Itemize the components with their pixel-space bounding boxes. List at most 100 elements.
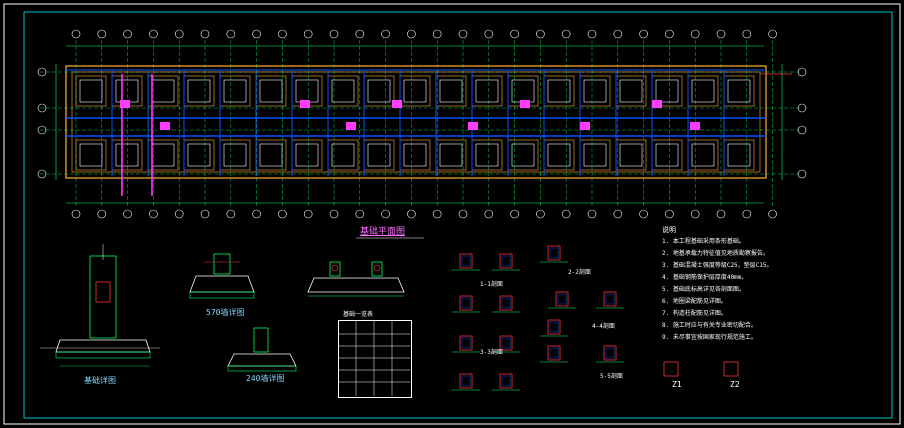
wall-box [723, 139, 755, 171]
axis-bubble [226, 209, 236, 219]
room-box [547, 79, 571, 103]
axis-bubble [510, 209, 519, 219]
axis-bubble [407, 209, 416, 219]
axis-bubble [200, 209, 210, 219]
axis-bubble [71, 209, 81, 219]
room-box [187, 79, 211, 103]
axis-bubble [742, 29, 752, 39]
wall-box [75, 75, 107, 107]
wall-box [435, 75, 467, 107]
axis-bubble [797, 169, 807, 179]
room-box [691, 143, 715, 167]
axis-bubble [665, 29, 674, 39]
note-item: 6. 地圈梁配筋见详图。 [662, 298, 727, 305]
room-box [547, 143, 571, 167]
detail-label-main: 基础详图 [84, 376, 116, 385]
wall-box [543, 139, 575, 171]
room-box [259, 79, 283, 103]
section-box [555, 291, 569, 307]
axis-bubble [174, 29, 184, 39]
section-box [603, 345, 617, 361]
wall-box [255, 75, 287, 107]
room-box [475, 79, 499, 103]
detail-label-240: 240墙详图 [246, 374, 285, 383]
room-box [511, 143, 535, 167]
note-item: 1. 本工程基础采用条形基础。 [662, 238, 745, 245]
axis-bubble [97, 29, 107, 39]
section-inner [461, 375, 471, 387]
axis-bubble [381, 29, 390, 39]
room-box [151, 143, 175, 167]
room-box [187, 143, 211, 167]
axis-bubble [252, 29, 261, 39]
note-item: 7. 构造柱配筋见详图。 [662, 310, 727, 317]
axis-bubble [561, 29, 571, 39]
wall-box [723, 75, 755, 107]
column-tag-z1: Z1 [672, 380, 682, 389]
axis-bubble [226, 29, 236, 39]
note-item: 4. 基础钢筋保护层厚度40mm。 [662, 274, 748, 281]
axis-bubble [639, 29, 648, 39]
wall-box [471, 139, 503, 171]
section-box [547, 319, 561, 335]
axis-bubble [174, 209, 184, 219]
axis-bubble [768, 209, 777, 219]
wall-box [687, 75, 719, 107]
section-box [459, 253, 473, 269]
section-box [499, 335, 513, 351]
room-box [223, 79, 247, 103]
section-label: 1-1剖面 [480, 281, 503, 288]
notes-heading: 说明 [662, 226, 676, 234]
wall-box [363, 139, 395, 171]
axis-bubble [303, 29, 313, 39]
room-box [583, 143, 607, 167]
room-box [655, 143, 679, 167]
footing-table: 基础一览表 [338, 311, 412, 398]
room-box [439, 79, 463, 103]
wall-box [615, 75, 647, 107]
axis-bubble [71, 29, 81, 39]
footing-table-heading: 基础一览表 [343, 311, 374, 318]
axis-bubble [97, 209, 107, 219]
section-inner [461, 297, 471, 309]
footing-table-grid [338, 320, 410, 396]
axis-bubble [536, 209, 545, 219]
room-box [403, 143, 427, 167]
axis-bubble [797, 125, 807, 135]
axis-bubble [303, 209, 313, 219]
section-box [459, 335, 473, 351]
note-item: 3. 基础混凝土强度等级C25，垫层C15。 [662, 262, 773, 269]
room-box [583, 79, 607, 103]
section-inner [549, 347, 559, 359]
room-box [151, 79, 175, 103]
section-box [547, 345, 561, 361]
axis-bubble [381, 209, 390, 219]
axis-bubbles-side [37, 67, 807, 179]
section-inner [501, 297, 511, 309]
section-inner [461, 255, 471, 267]
outer-frame [3, 3, 901, 425]
wall-box [399, 75, 431, 107]
column-mark [652, 100, 662, 108]
axis-bubble [149, 29, 158, 39]
plan-beams [66, 69, 766, 176]
column-mark [690, 122, 700, 130]
section-inner [501, 337, 511, 349]
note-item: 9. 未尽事宜按国家现行规范施工。 [662, 334, 757, 341]
axis-bubble [716, 29, 726, 39]
axis-bubble [690, 209, 700, 219]
plan-columns [120, 74, 700, 196]
room-box [619, 143, 643, 167]
axis-bubble [200, 29, 210, 39]
axis-bubbles-bottom [71, 209, 777, 219]
axis-bubble [484, 29, 494, 39]
axis-bubble [797, 103, 807, 113]
section-label: 2-2剖面 [568, 269, 591, 276]
axis-bubble [37, 125, 47, 135]
column-tag-z2: Z2 [730, 380, 740, 389]
axis-bubble [407, 29, 416, 39]
room-box [439, 143, 463, 167]
section-box [459, 373, 473, 389]
room-box [295, 143, 319, 167]
plan-outline [65, 65, 767, 179]
